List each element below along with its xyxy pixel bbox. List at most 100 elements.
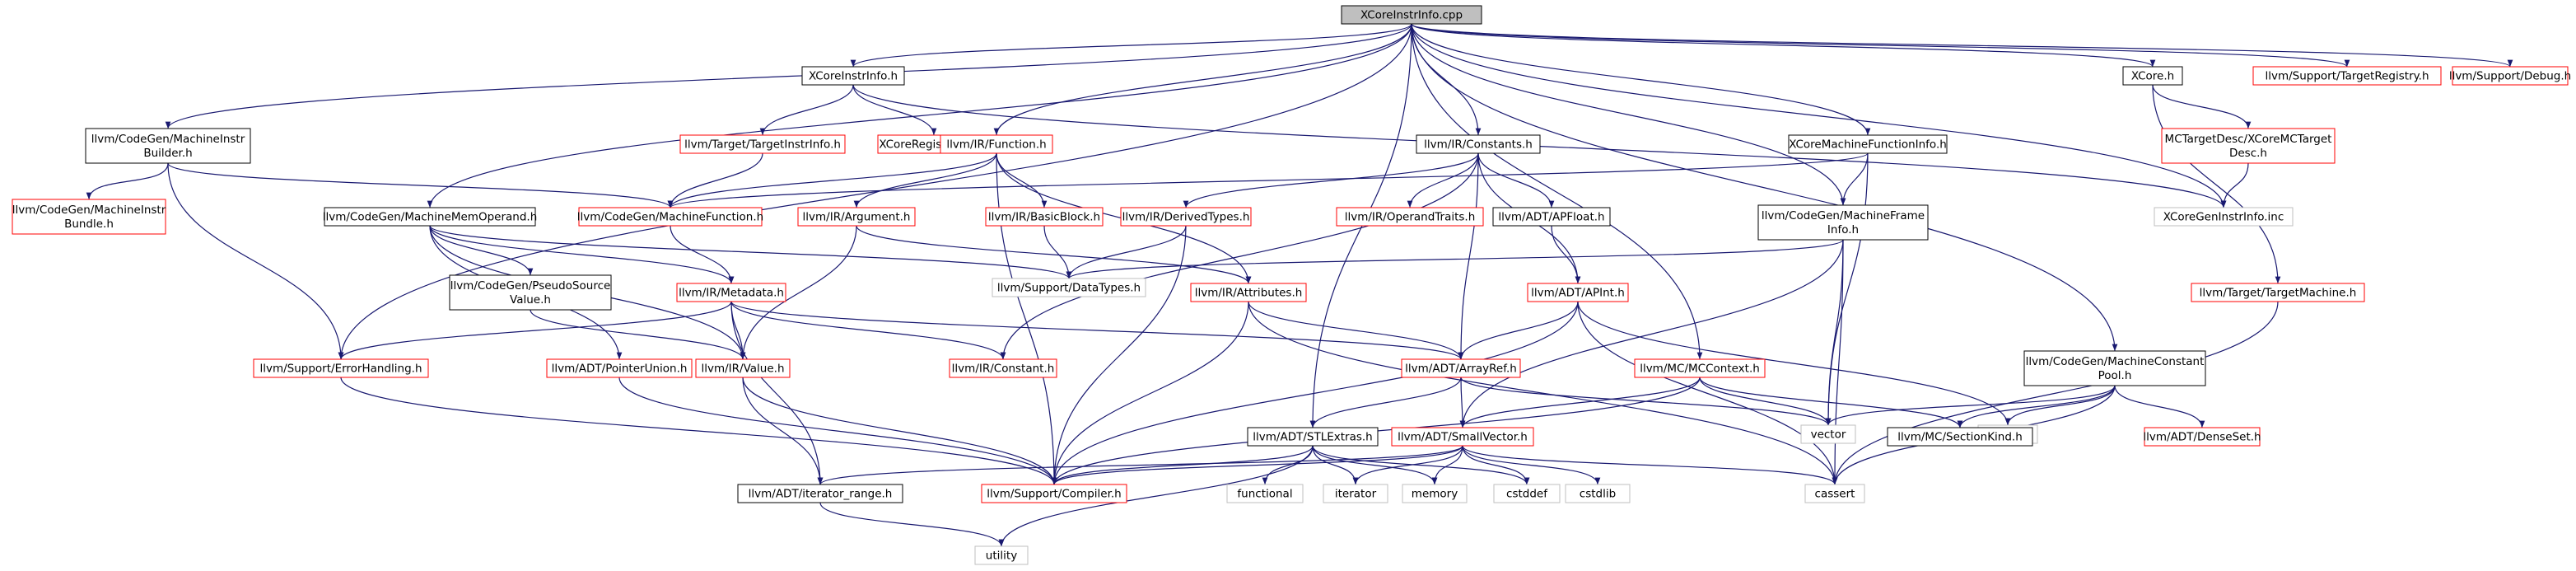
node-const[interactable]: llvm/IR/Constant.h [949,358,1057,378]
node-treg[interactable]: llvm/Support/TargetRegistry.h [2252,66,2442,86]
node-box-value [695,358,791,378]
edge-value-to-iterrange [742,377,824,485]
node-tm[interactable]: llvm/Target/TargetMachine.h [2191,283,2365,302]
node-box-ptru [546,358,693,378]
node-cstdlib[interactable]: cstdlib [1565,484,1631,503]
edge-apint-to-climits [1577,301,2011,426]
edge-stlextras-to-cstddef [1312,445,1530,485]
node-value[interactable]: llvm/IR/Value.h [695,358,791,378]
node-box-attrs [1190,283,1307,302]
node-label-tii: llvm/Target/TargetInstrInfo.h [684,138,841,152]
node-xcore[interactable]: XCore.h [2122,66,2183,86]
node-box-mf [578,207,763,227]
edge-consts-to-arrayref [1458,152,1479,360]
edge-iterrange-to-utility [819,502,1005,547]
node-opt[interactable]: llvm/IR/OperandTraits.h [1336,207,1484,227]
node-root[interactable]: XCoreInstrInfo.cpp [1341,5,1482,25]
node-box-mibundle [12,199,166,235]
node-label-xmfi: XCoreMachineFunctionInfo.h [1789,138,1947,152]
node-box-vector [1800,424,1856,444]
node-arg[interactable]: llvm/IR/Argument.h [797,207,916,227]
node-vector[interactable]: vector [1800,424,1856,444]
edge-smallvec-to-cassert [1462,445,1838,485]
node-errh[interactable]: llvm/Support/ErrorHandling.h [253,358,429,378]
node-compiler[interactable]: llvm/Support/Compiler.h [981,484,1127,503]
edge-mib-to-errh [167,162,344,360]
edge-stlextras-to-memory [1312,445,1438,485]
node-tii[interactable]: llvm/Target/TargetInstrInfo.h [679,134,846,154]
node-box-pseudo [449,274,612,311]
node-box-cstddef [1493,484,1561,503]
node-label-tm: llvm/Target/TargetMachine.h [2200,287,2357,300]
node-box-arrayref [1401,358,1521,378]
header-nodes: XCoreInstrInfo.cpp llvm/CodeGen/MachineIn… [12,5,2571,565]
node-label-const: llvm/IR/Constant.h [952,363,1055,376]
node-label-iterrange: llvm/ADT/iterator_range.h [749,488,893,501]
edge-mcdesc-to-xinc [2220,162,2249,208]
node-xmfi[interactable]: XCoreMachineFunctionInfo.h [1788,134,1948,154]
edge-func-to-compiler [996,152,1057,485]
node-mf[interactable]: llvm/CodeGen/MachineFunction.h [577,207,763,227]
node-label-section: llvm/MC/SectionKind.h [1897,431,2023,444]
edge-value-to-compiler [742,377,1057,485]
node-stlextras[interactable]: llvm/ADT/STLExtras.h [1247,427,1379,447]
node-ptru[interactable]: llvm/ADT/PointerUnion.h [546,358,693,378]
node-denseset[interactable]: llvm/ADT/DenseSet.h [2143,427,2261,447]
node-functional[interactable]: functional [1226,484,1304,503]
node-smallvec[interactable]: llvm/ADT/SmallVector.h [1391,427,1534,447]
node-label-value: llvm/IR/Value.h [701,363,784,376]
edge-mcctx-to-smallvec [1459,377,1701,428]
node-label-root: XCoreInstrInfo.cpp [1360,9,1463,22]
node-box-xii [801,66,905,86]
node-mcctx[interactable]: llvm/MC/MCContext.h [1634,358,1766,378]
node-cstddef[interactable]: cstddef [1493,484,1561,503]
edge-xmfi-to-vector [1825,152,1869,426]
node-iterrange[interactable]: llvm/ADT/iterator_range.h [737,484,903,503]
edge-arrayref-to-stlextras [1309,377,1462,428]
node-func[interactable]: llvm/IR/Function.h [940,134,1053,154]
node-label-mibundle: llvm/CodeGen/MachineInstr [12,204,166,217]
edge-root-to-mib [165,23,1412,129]
node-datatypes[interactable]: llvm/Support/DataTypes.h [992,278,1146,297]
node-iterator[interactable]: iterator [1323,484,1388,503]
node-xinc[interactable]: XCoreGenInstrInfo.inc [2154,207,2294,227]
node-apfloat[interactable]: llvm/ADT/APFloat.h [1492,207,1611,227]
node-section[interactable]: llvm/MC/SectionKind.h [1887,427,2033,447]
node-dt[interactable]: llvm/IR/DerivedTypes.h [1120,207,1252,227]
node-box-func [940,134,1053,154]
edge-mcp-to-climits [2004,385,2116,426]
node-label-errh: llvm/Support/ErrorHandling.h [259,363,422,376]
node-label-memory: memory [1412,488,1458,501]
node-xii[interactable]: XCoreInstrInfo.h [801,66,905,86]
node-box-functional [1226,484,1304,503]
node-utility[interactable]: utility [974,545,1029,565]
node-box-apint [1527,283,1629,302]
edge-stlextras-to-iterator [1312,445,1359,485]
node-cassert[interactable]: cassert [1804,484,1865,503]
node-memory[interactable]: memory [1402,484,1468,503]
node-arrayref[interactable]: llvm/ADT/ArrayRef.h [1401,358,1521,378]
edge-root-to-xii [850,23,1412,68]
node-label-cstddef: cstddef [1506,488,1548,501]
node-debug[interactable]: llvm/Support/Debug.h [2449,66,2571,86]
edge-attrs-to-arrayref [1248,301,1464,360]
edge-xii-to-xri [852,84,937,136]
edge-arg-to-value [740,225,857,360]
node-box-root [1341,5,1482,25]
node-meta[interactable]: llvm/IR/Metadata.h [676,283,786,302]
node-consts[interactable]: llvm/IR/Constants.h [1416,134,1541,154]
node-bb[interactable]: llvm/IR/BasicBlock.h [985,207,1104,227]
edge-root-to-mcctx [1411,23,1703,360]
node-attrs[interactable]: llvm/IR/Attributes.h [1190,283,1307,302]
node-apint[interactable]: llvm/ADT/APInt.h [1527,283,1629,302]
node-label-opt: llvm/IR/OperandTraits.h [1345,211,1476,224]
node-box-stlextras [1247,427,1379,447]
node-mmo[interactable]: llvm/CodeGen/MachineMemOperand.h [323,207,538,227]
node-box-tii [679,134,846,154]
